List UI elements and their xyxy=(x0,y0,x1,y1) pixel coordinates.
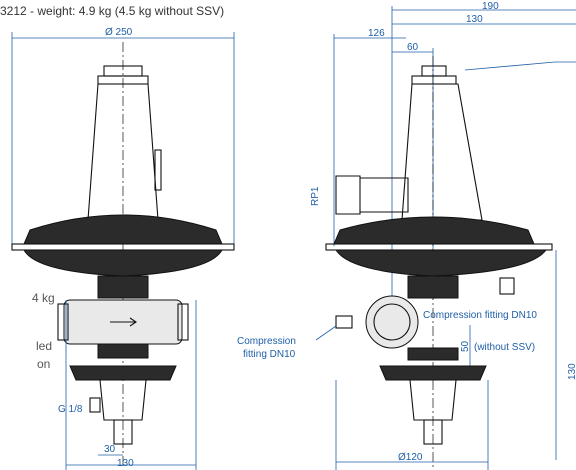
right-ssv-diaphragm xyxy=(379,365,487,381)
right-top-collar xyxy=(411,75,457,85)
left-dim130-label: 130 xyxy=(117,458,134,469)
right-dim130-vert-label: 130 xyxy=(567,363,576,380)
right-dim50-label: 50 xyxy=(460,340,471,352)
right-valve-port xyxy=(373,303,411,341)
right-flange xyxy=(325,243,553,251)
left-thread-label: G 1/8 xyxy=(58,404,83,415)
right-ssv-stem xyxy=(423,419,443,445)
right-diameter-label: Ø120 xyxy=(398,452,423,463)
left-view: Ø 250 30 130 G 1/8 xyxy=(11,27,235,470)
right-ssv-neck xyxy=(407,347,459,361)
left-ssv-diaphragm xyxy=(69,365,177,381)
right-dim126-label: 126 xyxy=(368,28,385,39)
left-outlet-nut xyxy=(177,303,189,341)
right-fitting-right xyxy=(499,277,515,295)
left-lower-diaphragm xyxy=(23,249,223,277)
right-compression-right-label: Compression fitting DN10 xyxy=(423,310,537,321)
side-text-line1: 4 kg xyxy=(32,291,55,305)
right-dim60-label: 60 xyxy=(407,42,419,53)
right-neck xyxy=(407,275,459,299)
right-compression-left-line1: Compression xyxy=(237,336,296,347)
left-ssv-body xyxy=(99,379,147,421)
right-compression-left-line2: fitting DN10 xyxy=(243,349,296,360)
right-dim130-label: 130 xyxy=(466,14,483,25)
side-text-line3: on xyxy=(37,357,50,371)
left-neck xyxy=(97,275,149,299)
drawing-title: 3212 - weight: 4.9 kg (4.5 kg without SS… xyxy=(0,4,224,18)
left-ssv-stem xyxy=(113,419,133,445)
right-top-cap xyxy=(421,65,447,77)
right-leader-top-diag xyxy=(464,61,556,71)
left-upper-diaphragm xyxy=(23,214,223,245)
left-side-lug xyxy=(154,149,162,191)
left-flow-arrowhead xyxy=(129,317,137,327)
right-lower-diaphragm xyxy=(335,249,547,277)
right-rp1-label: RP1 xyxy=(310,186,321,206)
right-rp1-inlet xyxy=(335,175,361,215)
right-dim190-label: 190 xyxy=(482,1,499,12)
left-inlet-nut xyxy=(57,303,69,341)
right-view: 190 130 126 60 RP1 Compression fi xyxy=(237,1,576,470)
right-leader-compression-left xyxy=(315,325,337,341)
left-ssv-neck xyxy=(97,343,149,359)
left-g18-fitting xyxy=(89,397,101,413)
left-diameter-label: Ø 250 xyxy=(105,27,133,38)
right-fitting-left xyxy=(335,315,353,329)
right-ssv-body xyxy=(409,379,457,421)
right-spring-housing xyxy=(401,83,483,221)
right-upper-diaphragm xyxy=(333,216,535,245)
left-dim30-label: 30 xyxy=(104,444,116,455)
side-text-line2: led xyxy=(36,339,52,353)
right-without-ssv-label: (without SSV) xyxy=(474,342,535,353)
right-inlet-body xyxy=(360,177,409,213)
